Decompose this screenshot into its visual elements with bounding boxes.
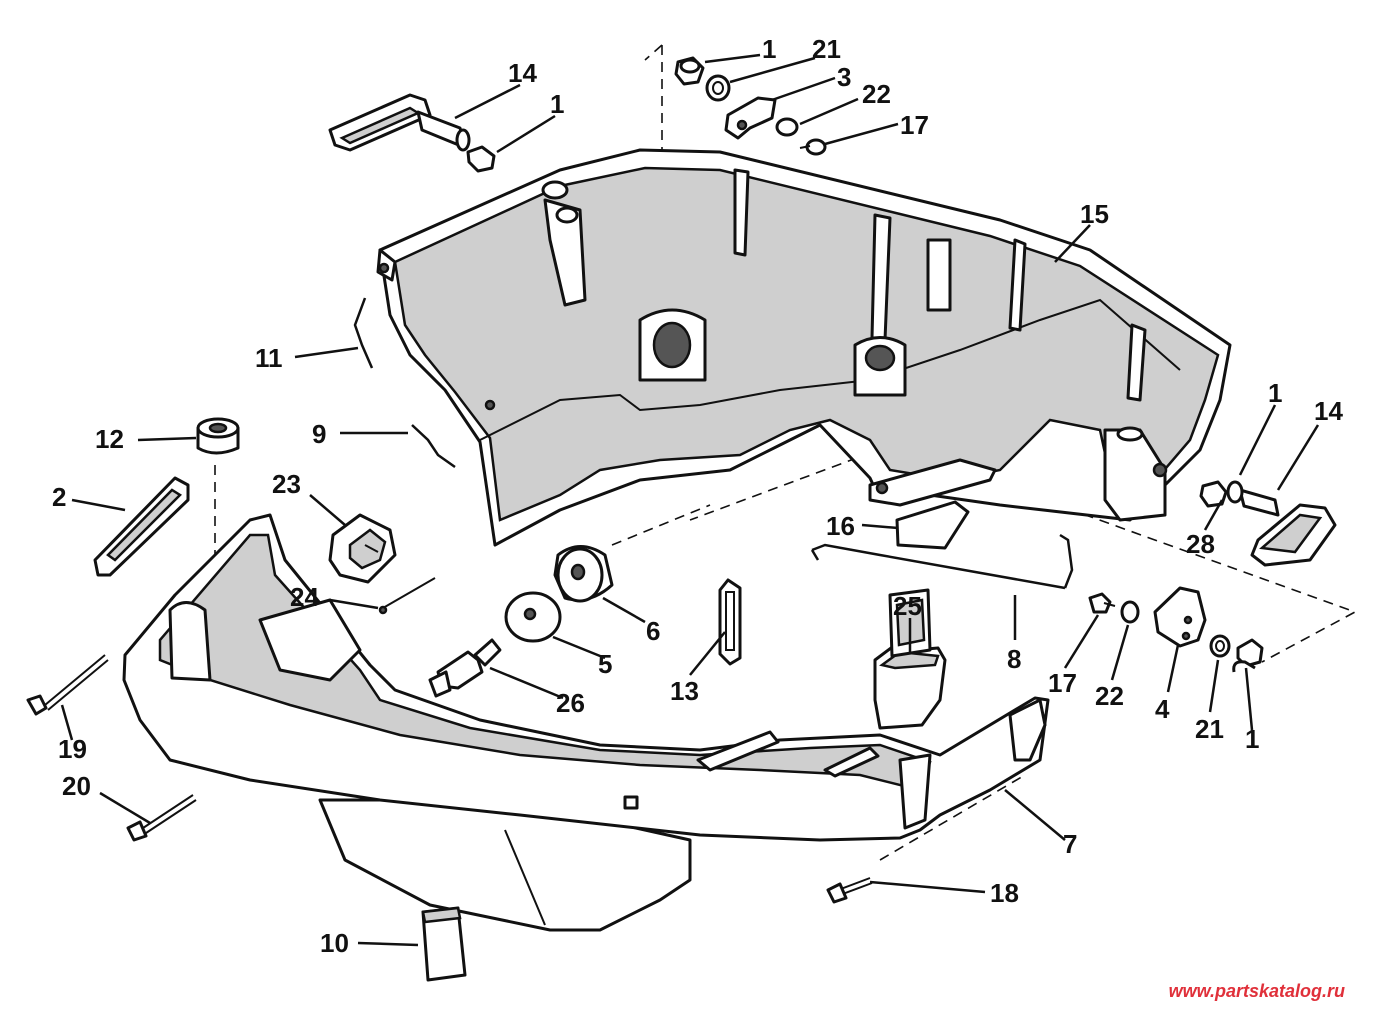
callout-10: 10 — [320, 928, 349, 958]
callout-13: 13 — [670, 676, 699, 706]
callout-20: 20 — [62, 771, 91, 801]
callout-8: 8 — [1007, 644, 1021, 674]
lever-handle-part-14b — [1238, 488, 1337, 567]
callout-16: 16 — [826, 511, 855, 541]
callout-labels: 1 21 3 22 17 14 1 15 11 9 12 2 23 24 16 … — [52, 34, 1343, 958]
callout-3: 3 — [837, 62, 851, 92]
bolts — [26, 654, 873, 904]
springs-and-links — [353, 297, 1074, 590]
callout-2: 2 — [52, 482, 66, 512]
site-watermark: www.partskatalog.ru — [1168, 981, 1345, 1001]
callout-7: 7 — [1063, 829, 1077, 859]
lower-motor-cover — [122, 513, 1050, 932]
callout-14: 14 — [508, 58, 537, 88]
hardware-parts — [93, 56, 1264, 982]
callout-17: 17 — [900, 110, 929, 140]
callout-9: 9 — [312, 419, 326, 449]
callout-19: 19 — [58, 734, 87, 764]
callout-21: 21 — [812, 34, 841, 64]
leader-lines — [60, 53, 1320, 947]
callout-6: 6 — [646, 616, 660, 646]
callout-5: 5 — [598, 649, 612, 679]
callout-17: 17 — [1048, 668, 1077, 698]
callout-23: 23 — [272, 469, 301, 499]
callout-1: 1 — [550, 89, 564, 119]
callout-1: 1 — [1245, 724, 1259, 754]
callout-1: 1 — [1268, 378, 1282, 408]
lever-handle-part-14a — [328, 93, 471, 152]
callout-26: 26 — [556, 688, 585, 718]
callout-11: 11 — [255, 343, 283, 373]
guide-line — [879, 774, 1026, 861]
callout-21: 21 — [1195, 714, 1224, 744]
guide-line — [611, 504, 711, 546]
callout-24: 24 — [290, 582, 319, 612]
callout-15: 15 — [1080, 199, 1109, 229]
callout-1: 1 — [762, 34, 776, 64]
callout-28: 28 — [1186, 529, 1215, 559]
guide-line — [644, 44, 663, 61]
callout-22: 22 — [1095, 681, 1124, 711]
callout-25: 25 — [893, 591, 922, 621]
callout-4: 4 — [1155, 694, 1170, 724]
callout-22: 22 — [862, 79, 891, 109]
callout-12: 12 — [95, 424, 124, 454]
upper-motor-cover — [376, 148, 1232, 547]
callout-14: 14 — [1314, 396, 1343, 426]
callout-18: 18 — [990, 878, 1019, 908]
